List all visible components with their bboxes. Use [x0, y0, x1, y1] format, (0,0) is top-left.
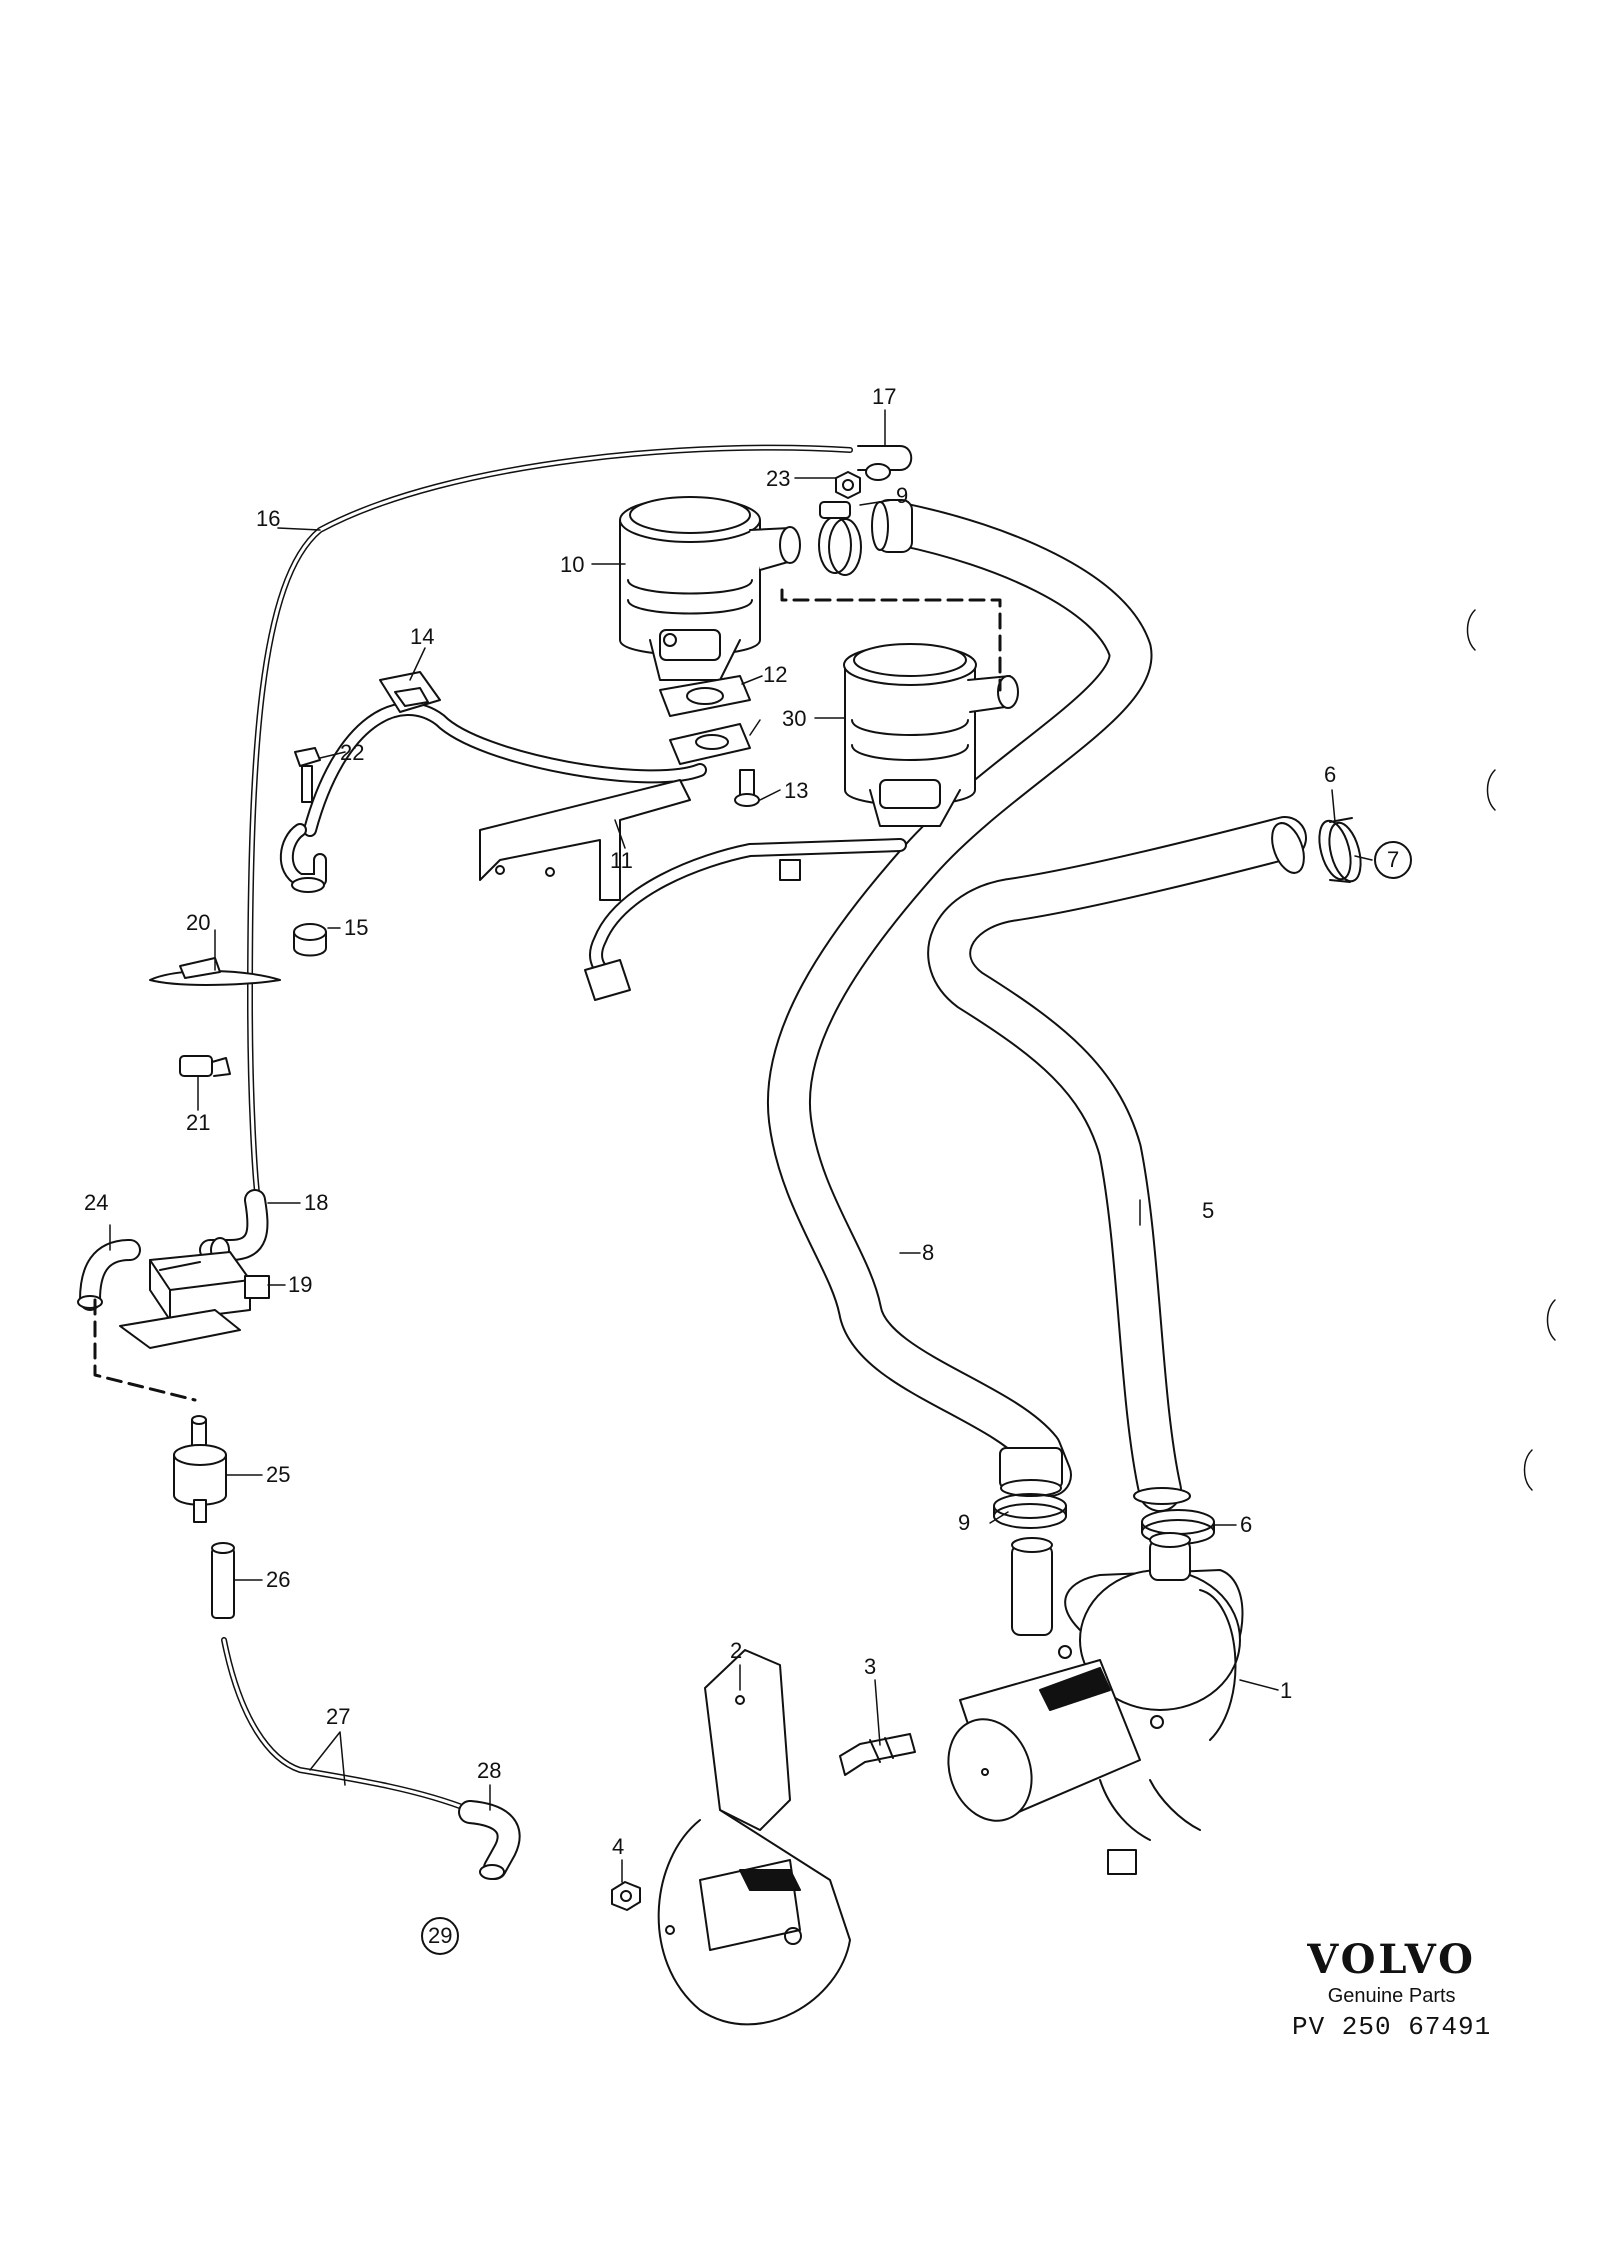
- vacuum-line-27: [224, 1640, 470, 1810]
- gasket-12: [660, 676, 750, 764]
- bolt-22: [295, 748, 320, 802]
- callout-14: 14: [410, 624, 435, 649]
- hose-26: [212, 1543, 234, 1618]
- callout-21: 21: [186, 1110, 211, 1135]
- elbow-22-fitting: [287, 830, 324, 892]
- callout-5: 5: [1202, 1198, 1215, 1223]
- hose-8: [789, 525, 1131, 1475]
- volvo-logo: VOLVO: [1307, 1936, 1476, 1983]
- callout-2: 2: [730, 1638, 743, 1663]
- callout-12: 12: [763, 662, 788, 687]
- hose-5: [949, 819, 1310, 1504]
- callout-25: 25: [266, 1462, 291, 1487]
- genuine-parts-tagline: Genuine Parts: [1327, 1985, 1456, 2007]
- callout-20: 20: [186, 910, 211, 935]
- clip-21: [180, 1056, 230, 1076]
- callout-10: 10: [560, 552, 585, 577]
- connector-3: [840, 1734, 915, 1775]
- callout-24: 24: [84, 1190, 109, 1215]
- callout-1: 1: [1280, 1678, 1293, 1703]
- margin-marks: [1468, 610, 1556, 1490]
- hose-8-cuff-top: [872, 500, 912, 552]
- callout-27: 27: [326, 1704, 351, 1729]
- callout-3: 3: [864, 1654, 877, 1679]
- callout-11: 11: [610, 848, 633, 873]
- callout-9-bottom: 9: [958, 1510, 971, 1535]
- hose-17: [858, 446, 911, 480]
- dashed-link-valves: [782, 590, 1000, 690]
- nut-23: [836, 472, 860, 498]
- callout-26: 26: [266, 1567, 291, 1592]
- callout-28: 28: [477, 1758, 502, 1783]
- callout-29-circle: [422, 1918, 458, 1954]
- clamp-9-top: [819, 502, 861, 575]
- volvo-brand-block: VOLVO Genuine Parts PV 250 67491: [1292, 1936, 1491, 2042]
- pipe-assembly: [310, 709, 900, 1000]
- callout-19: 19: [288, 1272, 313, 1297]
- callout-18: 18: [304, 1190, 329, 1215]
- vacuum-line-16: [250, 448, 850, 1200]
- callout-23: 23: [766, 466, 791, 491]
- solenoid-19: [120, 1252, 269, 1348]
- air-pump-1: [935, 1533, 1243, 1874]
- nut-4: [612, 1882, 640, 1910]
- grommet-15: [294, 924, 326, 956]
- valve-30: [844, 644, 1018, 826]
- clip-20: [150, 958, 280, 985]
- screw-13: [735, 770, 759, 806]
- valve-10: [620, 497, 800, 680]
- callout-22: 22: [340, 740, 365, 765]
- callout-6-top: 6: [1324, 762, 1337, 787]
- dashed-link-24-25: [95, 1300, 195, 1400]
- callout-7: 7: [1387, 847, 1400, 872]
- callout-30: 30: [782, 706, 807, 731]
- callout-9-top: 9: [896, 483, 909, 508]
- leader-lines: [110, 410, 1372, 1882]
- callout-17: 17: [872, 384, 897, 409]
- diagram-code: PV 250 67491: [1292, 2012, 1492, 2042]
- callout-13: 13: [784, 778, 809, 803]
- valve-25: [174, 1416, 226, 1522]
- callout-8: 8: [922, 1240, 935, 1265]
- callout-15: 15: [344, 915, 369, 940]
- clamp-9-bottom: [994, 1494, 1066, 1528]
- elbow-28: [470, 1812, 509, 1879]
- clip-14: [380, 672, 440, 712]
- callout-29: 29: [428, 1923, 453, 1948]
- elbow-24: [78, 1250, 130, 1308]
- callout-7-circle: [1375, 842, 1411, 878]
- callout-6-bottom: 6: [1240, 1512, 1253, 1537]
- bracket-2: [659, 1650, 850, 2024]
- clamp-6-top: [1314, 817, 1367, 884]
- callout-4: 4: [612, 1834, 625, 1859]
- hose-8-cuff-bottom: [1000, 1448, 1062, 1496]
- callout-16: 16: [256, 506, 281, 531]
